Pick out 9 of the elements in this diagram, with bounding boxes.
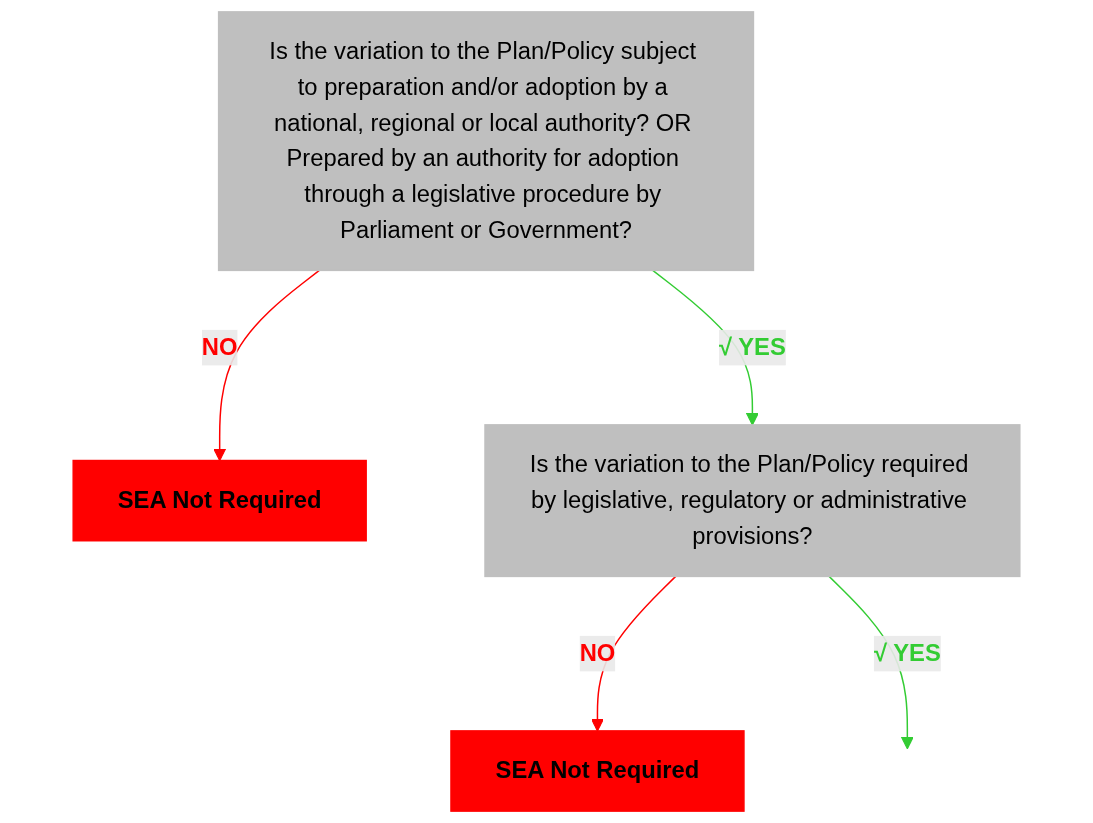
edge-label: √ YES	[873, 640, 941, 666]
node-box: Is the variation to the Plan/Policy subject to preparation and/or adoption by a national, regional or local authority? OR Prepared by an authority for adoption through a legislative procedure by Parliament or Government?	[217, 11, 755, 272]
node-box: SEA Not Required	[72, 459, 367, 542]
node-box: Is the variation to the Plan/Policy required by legislative, regulatory or administrative provisions?	[484, 424, 1021, 578]
node-box: SEA Not Required	[450, 730, 745, 812]
edge-label: NO	[579, 640, 616, 666]
edge-label: NO	[201, 334, 238, 360]
edge-label: √ YES	[719, 334, 786, 360]
arrow	[213, 269, 321, 462]
